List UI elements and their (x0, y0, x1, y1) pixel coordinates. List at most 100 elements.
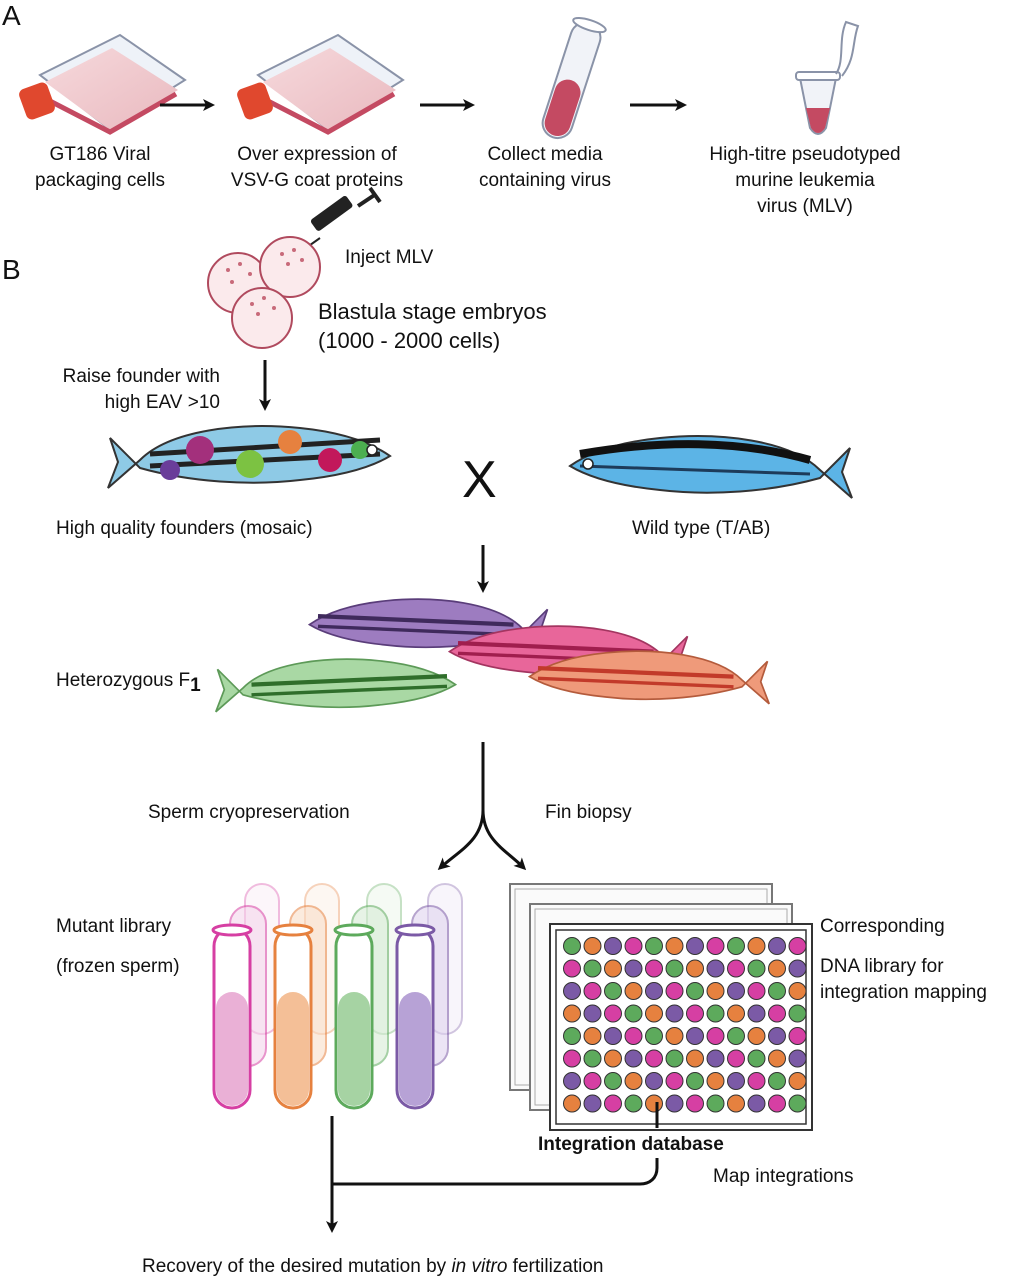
well (788, 1072, 807, 1090)
well (727, 1094, 745, 1113)
well (624, 982, 643, 1000)
well (686, 1094, 704, 1113)
well (727, 937, 745, 955)
well (645, 1072, 663, 1090)
well (686, 982, 704, 1000)
well (665, 982, 684, 1000)
well (768, 982, 786, 1000)
step-1-line2: packaging cells (35, 170, 165, 191)
step-2-line1: Over expression of (237, 144, 397, 165)
well (645, 1094, 663, 1113)
test-tube-icon (211, 923, 253, 1110)
well (727, 959, 745, 978)
well (706, 959, 725, 978)
well (788, 1094, 807, 1113)
well (686, 959, 704, 978)
well (645, 1049, 663, 1068)
zebrafish-icon (308, 598, 551, 653)
step-3-line1: Collect media (487, 144, 603, 165)
wildtype-label: Wild type (T/AB) (632, 518, 771, 539)
blastula-cells-label: (1000 - 2000 cells) (318, 328, 501, 353)
well (624, 1004, 643, 1023)
raise-eav-label: high EAV >10 (104, 392, 220, 413)
well (768, 1004, 786, 1023)
well (624, 959, 643, 978)
well (645, 959, 663, 978)
well (665, 1027, 684, 1045)
zebrafish-icon (214, 658, 457, 713)
well-plate-icon (509, 883, 813, 1131)
well (665, 959, 684, 978)
well (727, 1027, 745, 1045)
integration-database-label: Integration database (538, 1134, 724, 1155)
well (604, 959, 622, 978)
founders-label: High quality founders (mosaic) (56, 518, 313, 539)
well (727, 1004, 745, 1023)
well (686, 1072, 704, 1090)
step-4-line3: virus (MLV) (757, 196, 853, 217)
well (645, 982, 663, 1000)
heterozygous-subscript: 1 (190, 674, 201, 696)
flask-icon (237, 33, 405, 135)
well (788, 937, 807, 955)
test-tube-icon (333, 923, 375, 1110)
well (645, 937, 663, 955)
flask-icon (19, 33, 187, 135)
map-integrations-label: Map integrations (713, 1166, 854, 1187)
recovery-label: Recovery of the desired mutation by in v… (142, 1254, 604, 1280)
well (768, 937, 786, 955)
raise-label: Raise founder with (62, 366, 220, 387)
step-4-line1: High-titre pseudotyped (709, 144, 901, 165)
well (563, 982, 581, 1000)
embryo-icon (207, 236, 321, 349)
step-3-line2: containing virus (478, 170, 612, 191)
well (604, 1072, 622, 1090)
recovery-text-pre: Recovery of the desired mutation by (142, 1256, 452, 1277)
well (727, 982, 745, 1000)
well (583, 937, 602, 955)
well (788, 1004, 807, 1023)
well (583, 959, 602, 978)
well (747, 959, 766, 978)
well (624, 1094, 643, 1113)
well (624, 1027, 643, 1045)
well (665, 1072, 684, 1090)
zebrafish-icon (528, 650, 771, 705)
well (604, 1094, 622, 1113)
well (563, 1072, 581, 1090)
well (686, 1027, 704, 1045)
microtube-icon (795, 20, 860, 135)
well (686, 1004, 704, 1023)
well (624, 937, 643, 955)
well (706, 1027, 725, 1045)
well (665, 1049, 684, 1068)
well (604, 982, 622, 1000)
well (768, 1072, 786, 1090)
well (768, 1027, 786, 1045)
well (768, 1049, 786, 1068)
well (563, 1027, 581, 1045)
well (788, 1027, 807, 1045)
well (788, 982, 807, 1000)
panel-label-a: A (2, 0, 21, 31)
well (604, 1049, 622, 1068)
integration-mapping-label: integration mapping (820, 982, 987, 1003)
well (747, 1094, 766, 1113)
mutant-library-label: Mutant library (56, 916, 172, 937)
well (788, 959, 807, 978)
well (563, 937, 581, 955)
well (624, 1049, 643, 1068)
test-tube-icon (272, 923, 314, 1110)
well (604, 937, 622, 955)
corresponding-label: Corresponding (820, 916, 945, 937)
well (768, 959, 786, 978)
well (706, 1049, 725, 1068)
well (563, 959, 581, 978)
test-tube-icon (541, 16, 607, 140)
well (645, 1027, 663, 1045)
well (583, 1004, 602, 1023)
well (645, 1004, 663, 1023)
well (563, 1049, 581, 1068)
